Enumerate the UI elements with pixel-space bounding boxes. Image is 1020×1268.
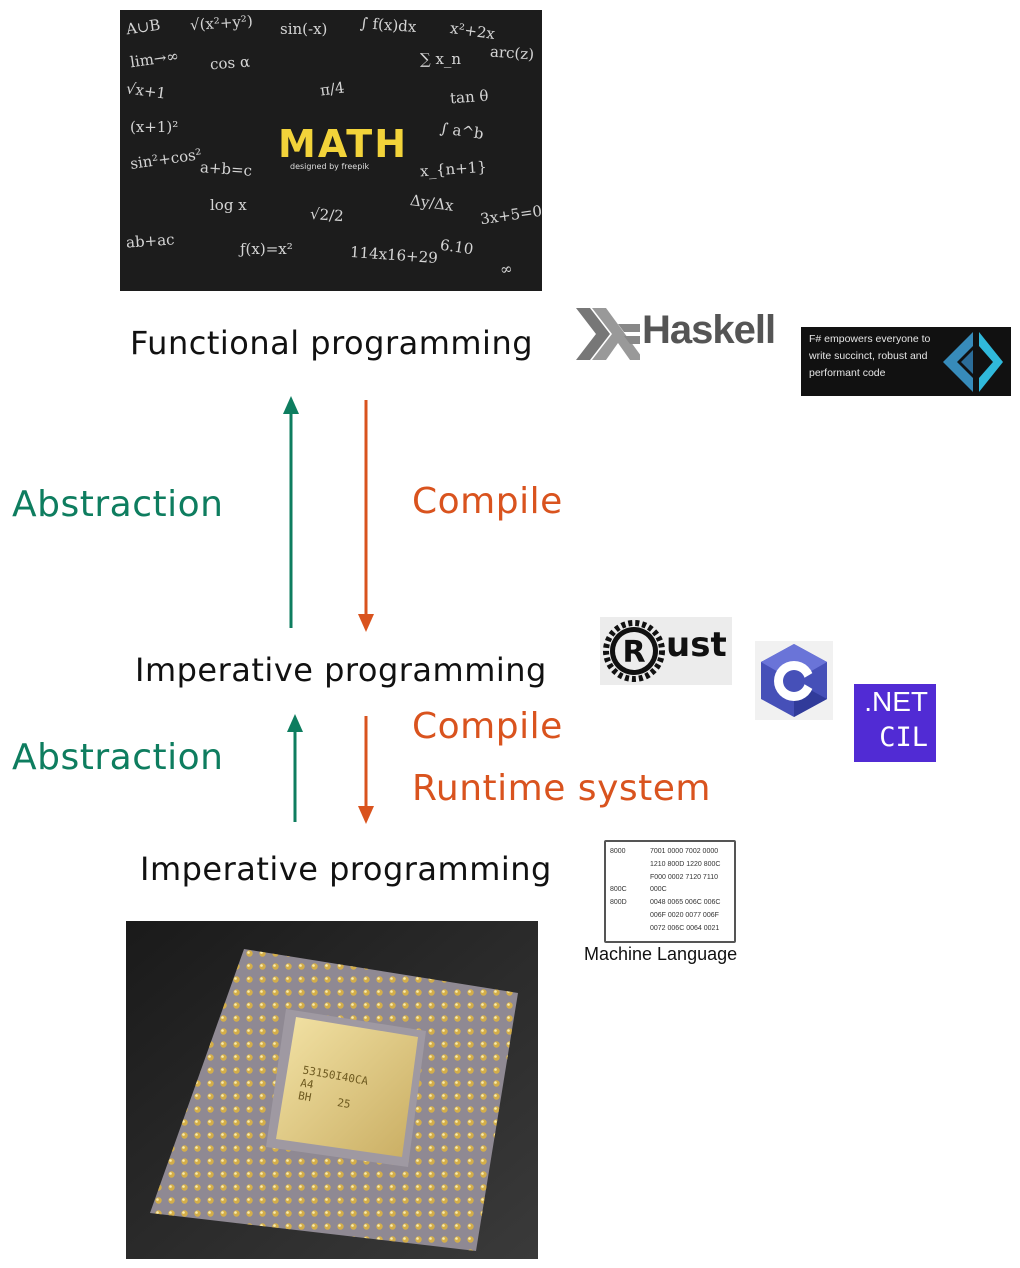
math-scribble: (x+1)² — [130, 118, 179, 136]
math-scribble: sin(-x) — [280, 20, 328, 38]
machine-language-listing: 8000 7001 0000 7002 0000 1210 800D 1220 80… — [604, 840, 736, 943]
lower-abstraction-label: Abstraction — [12, 737, 224, 778]
upper-compile-label: Compile — [412, 481, 563, 522]
lower-abstraction-arrow — [287, 714, 303, 822]
machine-language-caption: Machine Language — [584, 944, 738, 964]
level-imperative-programming-bottom: Imperative programming — [140, 850, 552, 888]
rust-wordmark: ust — [666, 625, 727, 665]
machine-code-data: 006F 0020 0077 006F — [650, 912, 719, 919]
machine-code-address: 800C — [610, 886, 627, 894]
cil-label: CIL — [879, 722, 928, 753]
haskell-wordmark: Haskell — [642, 308, 776, 352]
upper-compile-arrow — [358, 400, 374, 632]
svg-text:R: R — [622, 635, 645, 670]
c-hexagon-icon — [761, 644, 827, 717]
level-imperative-programming-middle: Imperative programming — [135, 651, 547, 689]
cpu-chip-illustration — [126, 921, 538, 1259]
machine-code-address: 8000 — [610, 848, 626, 855]
math-title: MATH — [278, 122, 408, 166]
math-scribble: ∑ x_n — [420, 50, 462, 68]
rust-gear-icon: R — [603, 620, 665, 682]
haskell-logo: Haskell — [574, 306, 778, 362]
machine-code-data: 000C — [650, 886, 667, 894]
machine-code-data: F000 0002 7120 7110 — [650, 873, 718, 881]
machine-code-data: 0072 006C 0064 0021 — [650, 924, 720, 932]
fsharp-diamond-icon — [943, 332, 1003, 392]
upper-abstraction-label: Abstraction — [12, 484, 224, 525]
upper-abstraction-arrow — [283, 396, 299, 628]
math-credit: designed by freepik — [290, 162, 370, 171]
math-scribble: ƒ(x)=x² — [240, 240, 293, 258]
level-functional-programming: Functional programming — [130, 324, 534, 362]
fsharp-tagline: F# empowers everyone to write succinct, … — [809, 333, 931, 379]
dotnet-cil-logo: .NET CIL — [854, 684, 936, 762]
lower-compile-arrow — [358, 716, 374, 824]
lower-runtime-system-label: Runtime system — [412, 768, 711, 809]
rust-logo: R ust — [600, 617, 732, 685]
machine-code-address: 800D — [610, 899, 627, 907]
machine-code-data: 7001 0000 7002 0000 — [650, 848, 719, 855]
haskell-lambda-icon — [576, 308, 640, 360]
machine-code-data: 0048 0065 006C 006C — [650, 899, 721, 907]
math-scribble: log x — [210, 196, 247, 214]
lower-compile-label: Compile — [412, 706, 563, 747]
fsharp-banner: F# empowers everyone to write succinct, … — [801, 327, 1011, 396]
machine-code-data: 1210 800D 1220 800C — [650, 860, 721, 868]
dotnet-label: .NET — [864, 686, 928, 717]
c-language-logo — [755, 641, 833, 720]
